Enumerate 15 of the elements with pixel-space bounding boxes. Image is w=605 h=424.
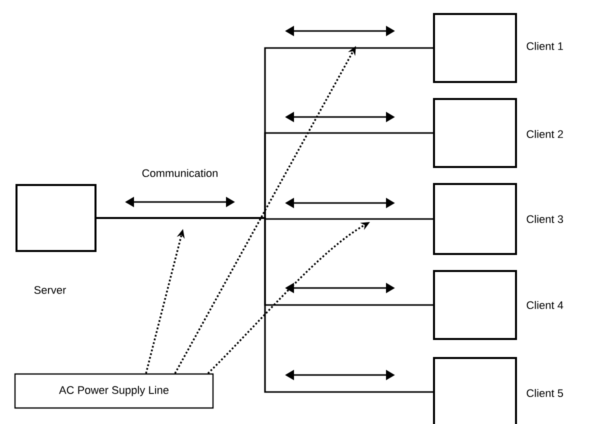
text-label: Communication bbox=[142, 168, 218, 178]
terminal-icon bbox=[433, 98, 517, 168]
node-caption: Client 3 bbox=[526, 214, 563, 224]
terminal-icon bbox=[433, 13, 517, 83]
terminal-icon bbox=[433, 183, 517, 255]
label-box: AC Power Supply Line bbox=[14, 373, 214, 409]
node-caption: Client 4 bbox=[526, 300, 564, 310]
terminal-icon bbox=[433, 357, 517, 424]
node-caption: Client 5 bbox=[526, 388, 564, 398]
node-caption: Server bbox=[34, 286, 66, 294]
node-caption: Client 1 bbox=[526, 42, 563, 50]
terminal-icon bbox=[433, 270, 517, 340]
connector-line bbox=[96, 217, 433, 393]
node-caption: Client 2 bbox=[526, 130, 563, 138]
terminal-icon bbox=[16, 184, 96, 252]
